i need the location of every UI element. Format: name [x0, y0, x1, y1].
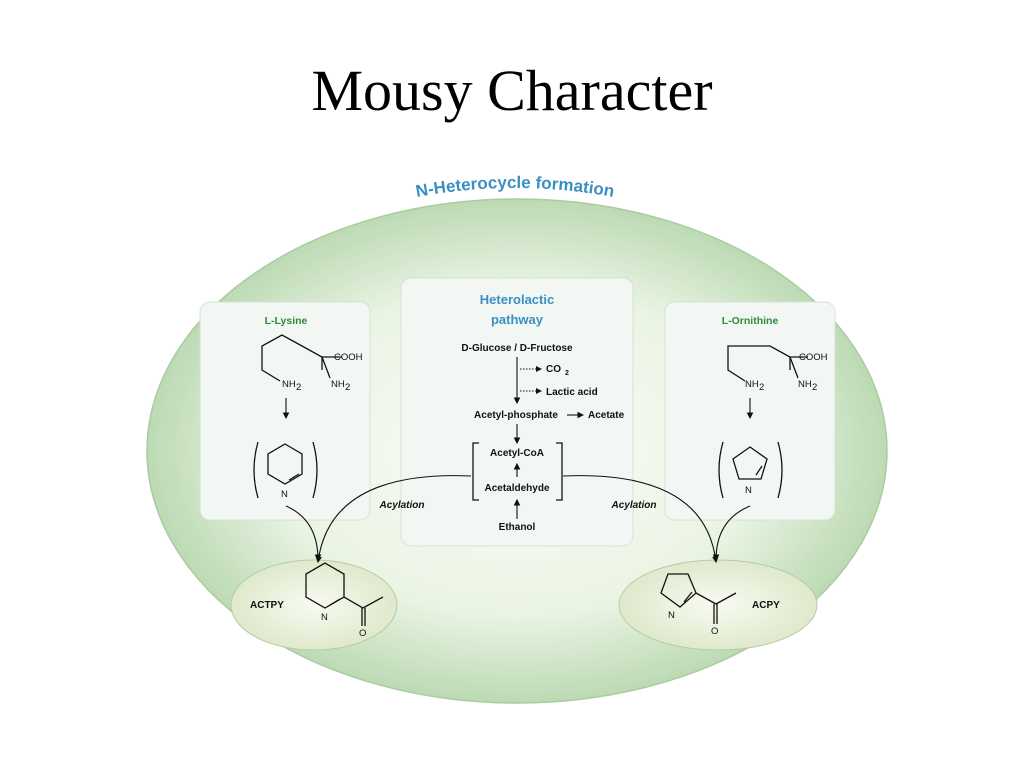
slide-title: Mousy Character	[311, 58, 713, 123]
svg-text:N: N	[321, 612, 328, 623]
diagram-heading: N-Heterocycle formation	[414, 173, 616, 201]
step-glucose: D-Glucose / D-Fructose	[461, 343, 573, 354]
step-acetyl-coa: Acetyl-CoA	[490, 448, 544, 459]
step-ethanol: Ethanol	[499, 522, 536, 533]
svg-text:2: 2	[812, 382, 817, 393]
svg-text:2: 2	[296, 382, 301, 393]
left-title: L-Lysine	[265, 315, 308, 327]
piperideine-ring	[267, 443, 303, 485]
svg-text:N: N	[745, 485, 752, 496]
svg-text:COOH: COOH	[334, 352, 363, 363]
left-product-oval	[230, 559, 398, 651]
pyrroline-ring	[732, 446, 768, 480]
acpy-structure	[660, 573, 697, 608]
step-acetaldehyde: Acetaldehyde	[484, 483, 549, 494]
svg-text:2: 2	[345, 382, 350, 393]
svg-text:NH: NH	[798, 379, 812, 390]
svg-text:2: 2	[759, 382, 764, 393]
center-title-line1: Heterolactic	[480, 292, 554, 307]
left-panel	[199, 301, 371, 521]
left-product-name: ACTPY	[250, 600, 284, 611]
svg-text:NH: NH	[745, 379, 759, 390]
svg-text:N: N	[668, 610, 675, 621]
byproduct-co2: CO	[546, 364, 561, 375]
right-acylation-label: Acylation	[610, 500, 656, 511]
byproduct-acetate: Acetate	[588, 410, 625, 421]
step-acetyl-phosphate: Acetyl-phosphate	[474, 410, 558, 421]
actpy-structure	[305, 562, 345, 609]
svg-text:NH: NH	[331, 379, 345, 390]
co2-subscript: 2	[565, 370, 569, 377]
right-product-name: ACPY	[752, 600, 780, 611]
right-title: L-Ornithine	[722, 315, 779, 327]
svg-text:O: O	[359, 628, 366, 639]
svg-text:O: O	[711, 626, 718, 637]
svg-text:COOH: COOH	[799, 352, 828, 363]
byproduct-lactic-acid: Lactic acid	[546, 387, 598, 398]
left-acylation-label: Acylation	[378, 500, 424, 511]
svg-text:NH: NH	[282, 379, 296, 390]
center-title-line2: pathway	[491, 312, 544, 327]
svg-text:N: N	[281, 489, 288, 500]
center-panel	[400, 277, 634, 547]
